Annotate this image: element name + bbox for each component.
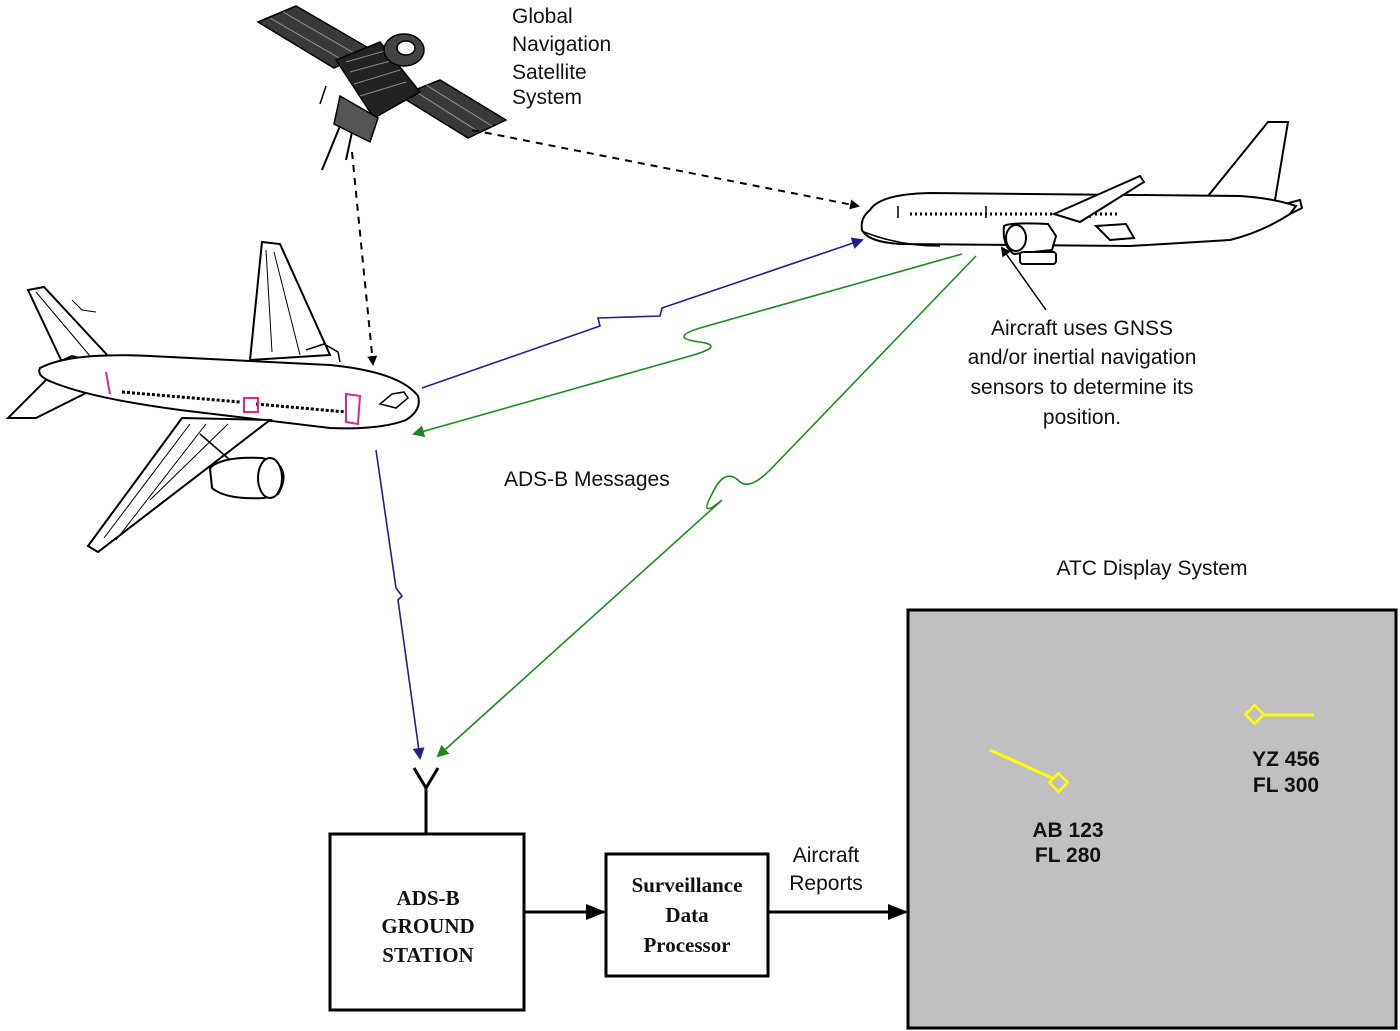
gnss-label: Global Navigation Satellite System — [512, 5, 611, 109]
adsb-signal-left-to-right — [421, 237, 864, 389]
aircraft-note-line: sensors to determine its — [971, 376, 1194, 399]
adsb-signal-right-to-ground — [436, 255, 977, 758]
aircraft-reports-line: Reports — [789, 872, 863, 895]
ground-station-label: GROUND — [381, 914, 474, 938]
ground-station-label: STATION — [382, 943, 473, 967]
satellite-icon — [256, 5, 508, 171]
aircraft-note-line: and/or inertial navigation — [968, 346, 1197, 369]
gnss-signal-left — [351, 151, 378, 366]
gnss-signal-right — [471, 129, 860, 210]
atc-display-screen: AB 123 FL 280 YZ 456 FL 300 — [906, 608, 1398, 1030]
adsb-messages-label: ADS-B Messages — [504, 468, 670, 491]
gnss-label-line: Navigation — [512, 33, 611, 56]
aircraft-note: Aircraft uses GNSS and/or inertial navig… — [968, 317, 1197, 429]
target-flight-level: FL 280 — [1035, 844, 1101, 867]
target-callsign: AB 123 — [1032, 819, 1103, 842]
aircraft-note-line: position. — [1043, 406, 1121, 429]
gnss-label-line: System — [512, 86, 582, 109]
aircraft-reports-label: Aircraft Reports — [789, 844, 863, 895]
aircraft-left-door-marks — [105, 371, 362, 426]
processor-label: Processor — [643, 933, 730, 957]
aircraft-note-line: Aircraft uses GNSS — [991, 317, 1173, 340]
gnss-label-line: Global — [512, 5, 573, 28]
target-diamond-icon — [1243, 703, 1266, 726]
aircraft-reports-line: Aircraft — [793, 844, 860, 867]
radar-target-ab123: AB 123 FL 280 — [989, 748, 1104, 867]
atc-display-title: ATC Display System — [1057, 557, 1248, 580]
target-callsign: YZ 456 — [1252, 748, 1320, 771]
target-diamond-icon — [1047, 771, 1070, 794]
aircraft-left-icon — [5, 240, 420, 554]
ground-station-box: ADS-B GROUND STATION — [328, 832, 526, 1012]
aircraft-note-pointer — [1000, 246, 1047, 311]
adsb-signal-left-to-ground — [375, 449, 425, 760]
radar-target-yz456: YZ 456 FL 300 — [1243, 703, 1320, 797]
target-history-trail — [989, 748, 1053, 780]
adsb-signal-right-to-left — [412, 253, 963, 438]
processor-label: Surveillance — [632, 873, 743, 897]
ground-station-label: ADS-B — [396, 886, 459, 910]
aircraft-right-icon — [860, 121, 1304, 265]
processor-label: Data — [665, 903, 709, 927]
gnss-label-line: Satellite — [512, 61, 587, 84]
target-flight-level: FL 300 — [1253, 774, 1319, 797]
antenna-icon — [412, 767, 440, 834]
processor-box: Surveillance Data Processor — [604, 852, 770, 978]
